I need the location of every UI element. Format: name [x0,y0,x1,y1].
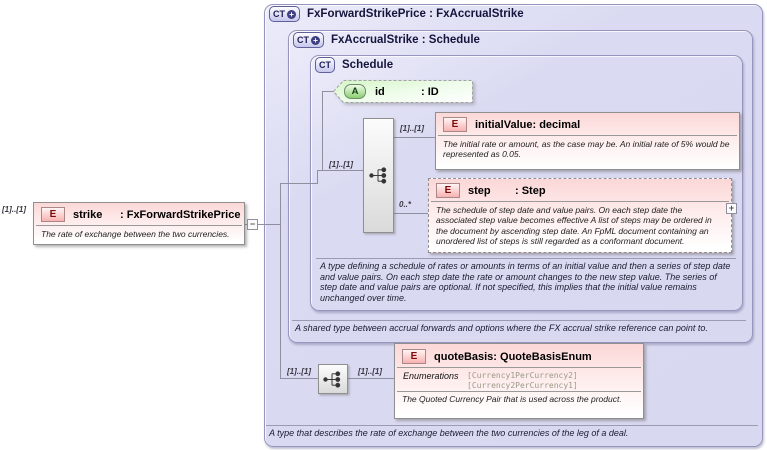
initialvalue-cardinality: [1]..[1] [400,124,424,133]
divider [397,367,641,368]
divider [431,201,729,202]
initialvalue-description: The initial rate or amount, as the case … [443,139,730,160]
root-description-divider [266,425,758,426]
ct-badge-label: CT [273,9,285,19]
initialvalue-header: E initialValue : decimal [436,113,739,135]
connector-step [392,213,429,214]
id-type: : ID [421,85,439,98]
schedule-description: A type defining a schedule of rates or a… [320,261,731,303]
strike-type: : FxForwardStrikePrice [120,208,241,221]
enumeration-values: [Currency1PerCurrency2][Currency2PerCurr… [467,371,578,390]
initialvalue-type: : decimal [532,118,581,131]
enumerations-label: Enumerations [403,371,459,381]
element-quotebasis[interactable]: E quoteBasis : QuoteBasisEnum Enumeratio… [394,343,644,419]
element-strike[interactable]: E strike : FxForwardStrikePrice The rate… [33,202,245,245]
quotebasis-type: : QuoteBasisEnum [493,350,592,363]
complex-type-badge[interactable]: CT+ [269,6,300,22]
connector-strike [243,224,281,225]
root-description: A type that describes the rate of exchan… [269,428,629,438]
sequence-glyph [368,167,386,184]
enum-value: [Currency1PerCurrency2] [467,371,578,380]
attribute-badge: A [344,84,366,99]
strike-collapse-handle[interactable]: − [247,219,258,230]
schedule-description-divider [316,258,736,259]
derived-plus-icon: + [311,35,320,45]
quotebasis-description: The Quoted Currency Pair that is used ac… [402,394,622,404]
quotebasis-cardinality-left: [1]..[1] [287,367,311,376]
quotebasis-header: E quoteBasis : QuoteBasisEnum [395,344,643,367]
connector-trunk [280,183,281,379]
element-badge: E [41,207,65,222]
derived-plus-icon: + [287,9,296,19]
strike-description: The rate of exchange between the two cur… [41,229,230,239]
accrual-title-row: CT+ FxAccrualStrike : Schedule [293,32,480,48]
id-header: A id : ID [344,84,439,99]
step-description: The schedule of step date and value pair… [436,205,712,247]
enum-value: [Currency2PerCurrency1] [467,380,578,390]
strike-cardinality: [1]..[1] [2,205,26,214]
accrual-description-divider [292,320,746,321]
connector-jog-h [280,183,318,184]
quotebasis-cardinality-right: [1]..[1] [358,367,382,376]
connector-id-horizontal [322,91,334,92]
connector-initialvalue [392,137,436,138]
accrual-title: FxAccrualStrike : Schedule [331,34,480,46]
step-cardinality: 0..* [399,200,412,209]
element-initialvalue[interactable]: E initialValue : decimal The initial rat… [435,112,740,170]
connector-quotebasis-left [280,378,319,379]
connector-id-vertical [322,91,323,171]
initialvalue-name: initialValue [475,118,533,131]
strike-header: E strike : FxForwardStrikePrice [34,203,244,225]
quotebasis-name: quoteBasis [434,350,494,363]
connector-to-sequence [317,170,364,171]
step-name: step [468,184,491,197]
sequence-glyph [323,370,341,388]
element-badge: E [402,349,426,364]
step-expand-handle[interactable]: + [726,203,737,214]
complex-type-badge[interactable]: CT [315,57,335,73]
attribute-id[interactable]: A id : ID [332,80,473,103]
step-header: E step : Step [429,179,731,201]
ct-badge-label: CT [297,35,309,45]
id-name: id [375,85,385,98]
strike-name: strike [73,208,103,221]
sequence-icon[interactable] [363,118,394,233]
accrual-description: A shared type between accrual forwards a… [295,323,708,333]
page-title: FxForwardStrikePrice : FxAccrualStrike [307,8,524,20]
complex-type-badge[interactable]: CT+ [293,32,324,48]
attribute-shape [332,80,473,103]
divider [36,225,242,226]
step-type: : Step [515,184,546,197]
sequence-icon[interactable] [318,364,348,394]
divider [397,391,641,392]
ct-badge-label: CT [319,60,331,70]
connector-quotebasis-right [345,378,395,379]
root-title-row: CT+ FxForwardStrikePrice : FxAccrualStri… [269,6,524,22]
schedule-title: Schedule [342,59,394,71]
element-badge: E [436,183,460,198]
element-step[interactable]: E step : Step The schedule of step date … [428,178,732,253]
element-badge: E [443,117,467,132]
divider [438,135,737,136]
sequence-cardinality: [1]..[1] [329,160,353,169]
connector-jog-v [317,170,318,184]
schedule-title-row: CT Schedule [315,57,393,73]
quotebasis-enumerations: Enumerations [Currency1PerCurrency2][Cur… [395,368,643,391]
